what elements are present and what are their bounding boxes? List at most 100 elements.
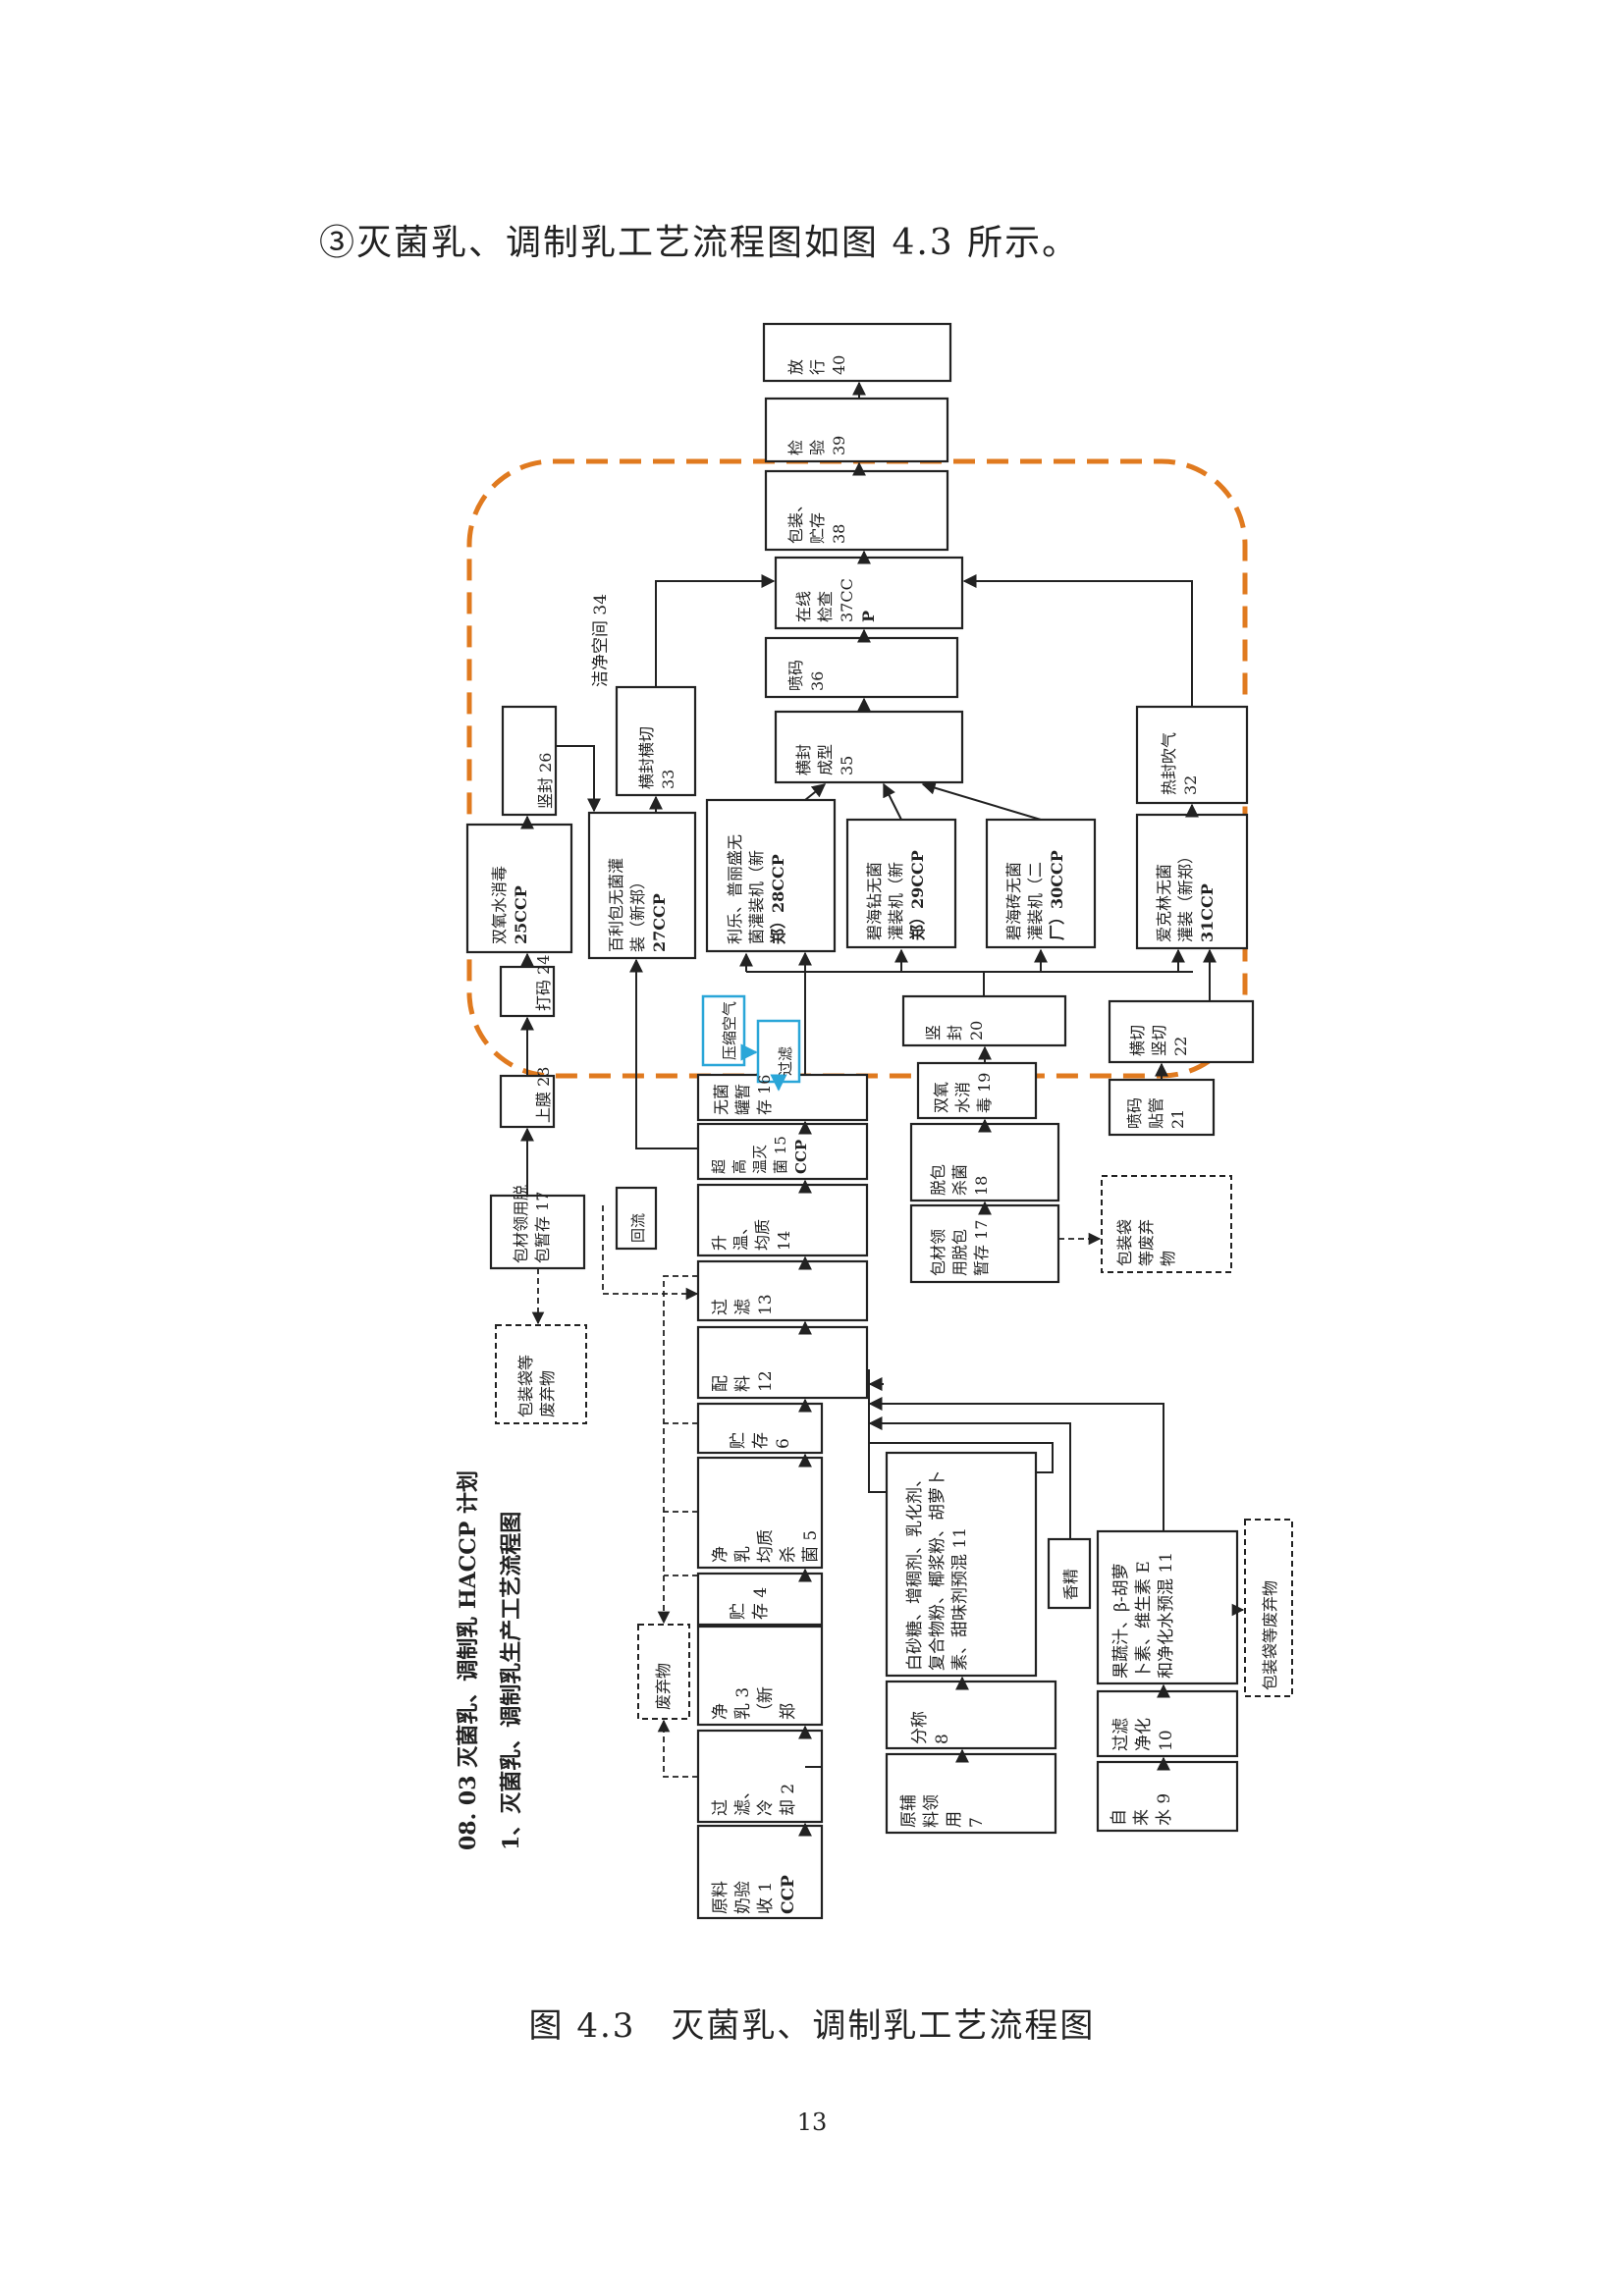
label-n16: 无菌罐暂存 16: [712, 1075, 774, 1115]
label-n9: 自来水 9: [1110, 1793, 1174, 1826]
label-n2: 过滤、冷却 2: [711, 1783, 798, 1816]
node-n12: [696, 1325, 869, 1400]
node-n28: [705, 798, 837, 953]
label-n28: 利乐、普丽盛无菌灌装机（新郑）28CCP: [726, 834, 787, 944]
node-n17b: [909, 1203, 1060, 1284]
node-n10: [1096, 1689, 1239, 1758]
node-n3: [696, 1625, 824, 1727]
node-n31: [1135, 813, 1249, 950]
node-n11a: [885, 1451, 1038, 1678]
node-waste4: [1101, 1175, 1232, 1273]
label-n5: 净乳均质杀菌 5: [711, 1529, 821, 1563]
doc-title-plan: 08. 03 灭菌乳、调制乳 HACCP 计划: [456, 1470, 481, 1850]
node-n1: [696, 1824, 824, 1920]
node-n39: [764, 397, 949, 463]
node-n30: [985, 818, 1097, 949]
label-clean_room: 洁净空间 34: [591, 594, 611, 687]
label-n17a: 包材领用脱包暂存 17: [512, 1185, 552, 1263]
node-n17a: [489, 1194, 586, 1270]
label-filter: 过滤: [777, 1046, 794, 1076]
intro-text: ③灭菌乳、调制乳工艺流程图如图 4.3 所示。: [319, 223, 1080, 263]
label-waste4: 包装袋等废弃物: [1115, 1219, 1177, 1266]
label-n26: 竖封 26: [536, 753, 555, 809]
label-n11a: 白砂糖、增稠剂、乳化剂、复合物粉、椰浆粉、胡萝卜素、甜味剂预混 11: [905, 1470, 970, 1671]
node-air: [701, 994, 746, 1067]
node-n6: [696, 1402, 824, 1455]
label-waste2: 包装袋等废弃物: [1261, 1580, 1279, 1690]
node-n8: [885, 1680, 1057, 1750]
label-n29: 碧海钻无菌灌装机（新郑）29CCP: [865, 850, 927, 940]
label-waste1: 废弃物: [654, 1663, 673, 1710]
doc-title-flow: 1、灭菌乳、调制乳生产工艺流程图: [499, 1512, 524, 1850]
node-n4: [696, 1572, 824, 1627]
label-n24: 打码 24: [534, 955, 553, 1011]
label-n19: 双氧水消毒 19: [932, 1073, 994, 1113]
connectors: [520, 381, 1245, 1837]
node-n2: [696, 1729, 824, 1824]
label-reflow: 回流: [629, 1213, 647, 1243]
node-n15: [696, 1122, 869, 1181]
node-n20: [901, 994, 1067, 1047]
node-n27: [587, 811, 697, 960]
label-n17b: 包材领用脱包暂存 17: [929, 1220, 991, 1276]
node-n18: [909, 1122, 1060, 1202]
label-flavor: 香精: [1061, 1569, 1080, 1600]
node-n13: [696, 1259, 869, 1322]
node-n35: [774, 710, 964, 784]
node-n40: [762, 322, 952, 383]
figure-caption: 图 4.3 灭菌乳、调制乳工艺流程图: [528, 2006, 1096, 2046]
node-n5: [696, 1456, 824, 1570]
node-n32: [1135, 705, 1249, 805]
node-n36: [764, 636, 959, 699]
node-waste1: [637, 1624, 690, 1720]
node-n25: [465, 823, 573, 954]
node-flavor: [1047, 1537, 1092, 1610]
node-n26: [501, 705, 558, 817]
label-n4: 贮存 4: [729, 1587, 771, 1620]
node-n9: [1096, 1760, 1239, 1833]
label-air: 压缩空气: [721, 1001, 738, 1060]
node-n14: [696, 1183, 869, 1257]
node-n7: [885, 1752, 1057, 1835]
label-n3: 净乳 3（新郑: [711, 1686, 798, 1720]
node-n19: [916, 1061, 1038, 1120]
label-waste3: 包装袋等废弃物: [516, 1355, 557, 1417]
label-n27: 百利包无菌灌装（新郑）27CCP: [607, 858, 669, 952]
node-filter: [756, 1019, 801, 1084]
node-n33: [615, 685, 697, 797]
label-n23: 上膜 23: [534, 1067, 553, 1123]
node-n38: [764, 469, 949, 552]
label-n31: 爱克林无菌灌装（新郑）31CCP: [1155, 848, 1217, 942]
page-number: 13: [796, 2109, 828, 2136]
label-n30: 碧海砖无菌灌装机（二厂）30CCP: [1004, 850, 1066, 940]
node-waste2: [1244, 1519, 1293, 1697]
node-reflow: [615, 1186, 658, 1251]
node-n22: [1108, 999, 1255, 1064]
node-waste3: [495, 1324, 587, 1424]
